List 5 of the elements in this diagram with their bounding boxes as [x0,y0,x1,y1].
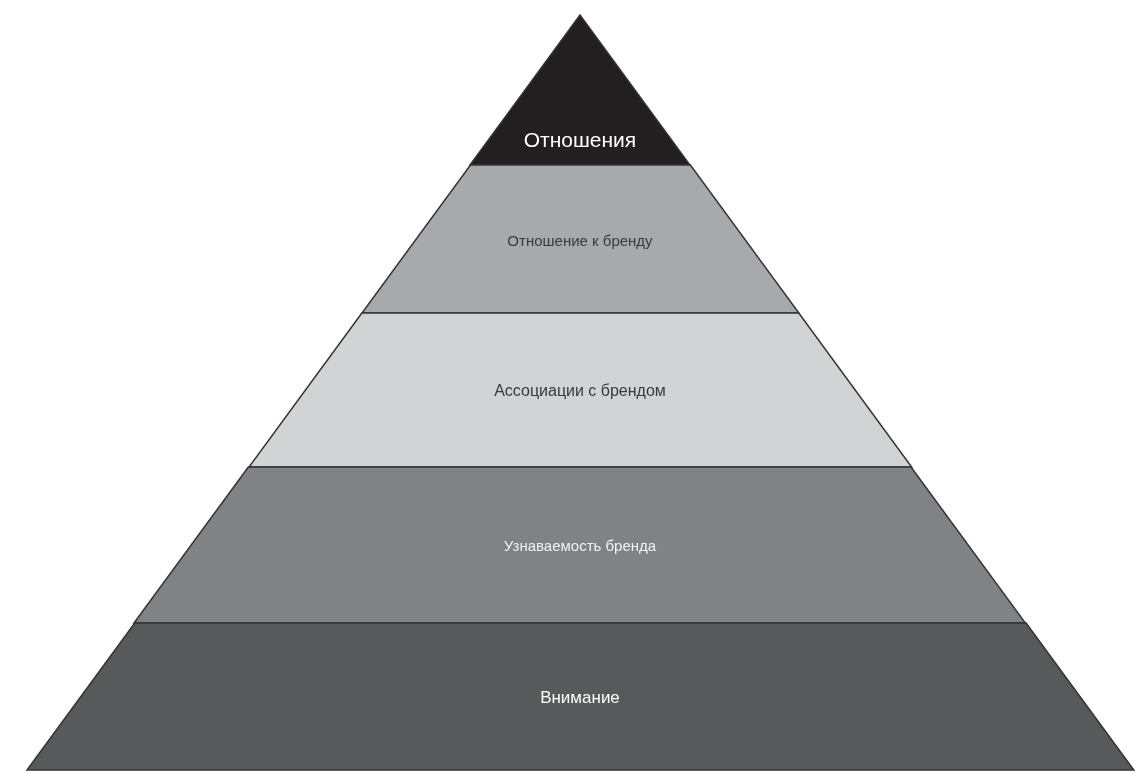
tier-label: Внимание [539,688,621,708]
tier-label: Отношение к бренду [506,232,654,249]
tier-label: Узнаваемость бренда [502,537,658,554]
tier-label: Отношения [522,128,638,152]
tier-label: Ассоциации с брендом [493,382,667,400]
